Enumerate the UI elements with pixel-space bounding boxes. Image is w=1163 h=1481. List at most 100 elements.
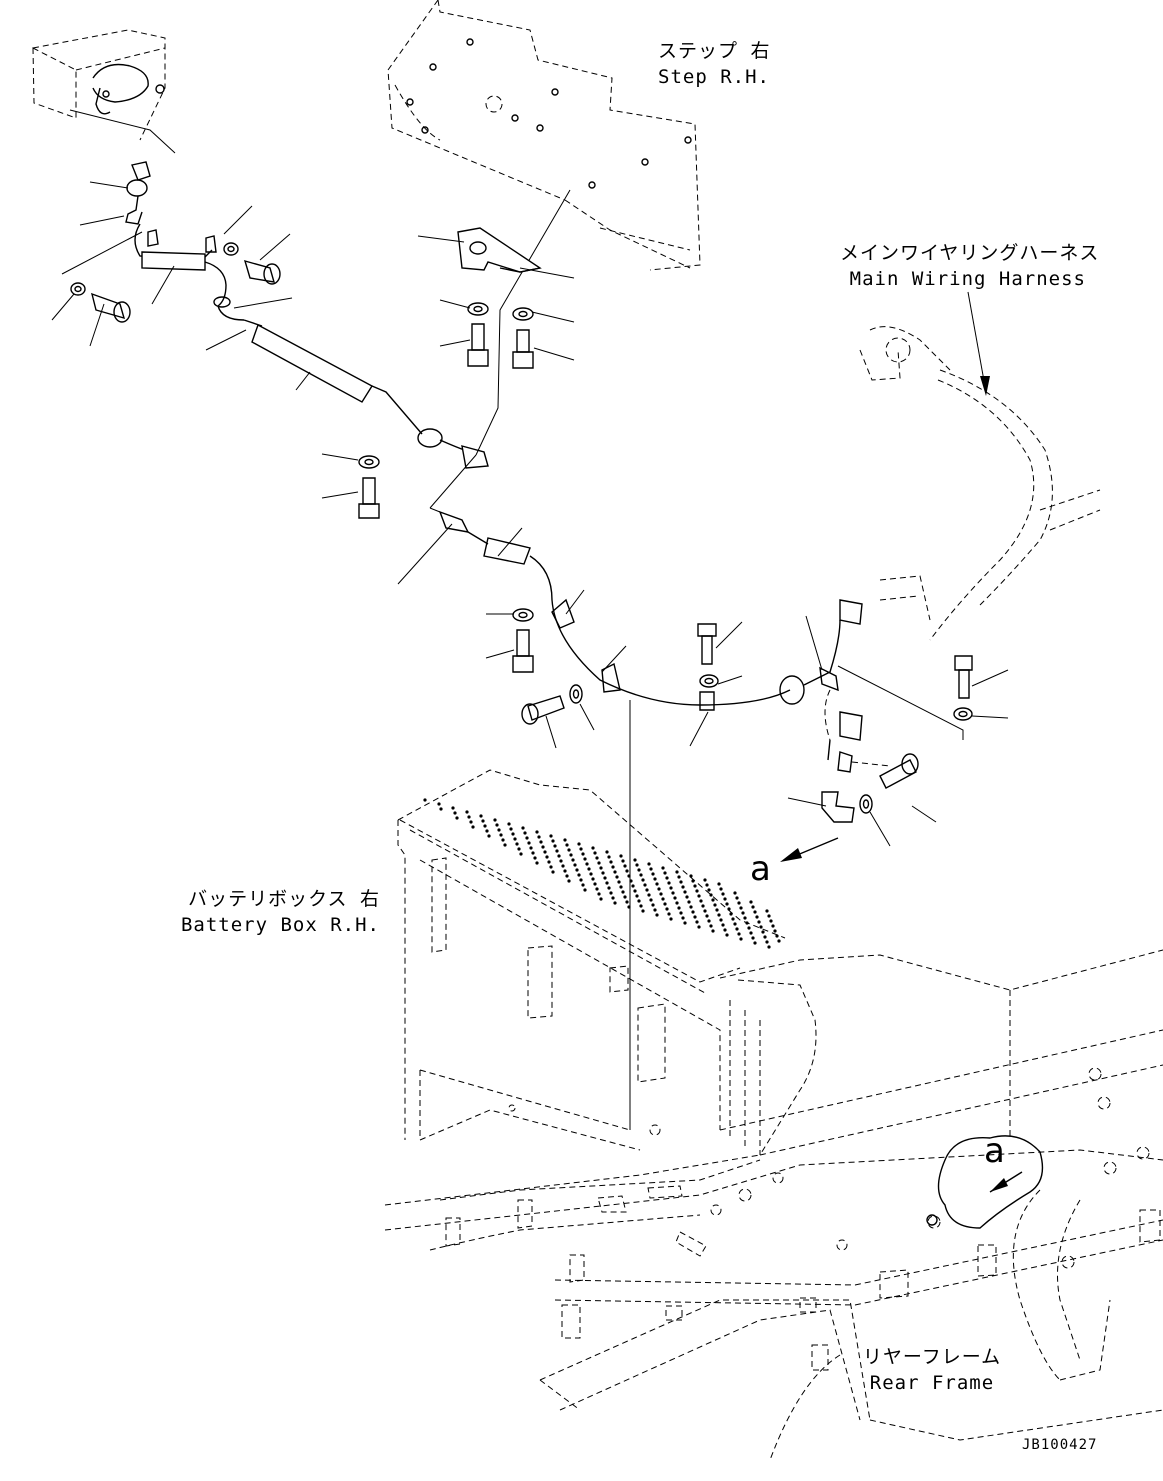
perforation-dot xyxy=(551,870,555,874)
perforation-dot xyxy=(721,923,725,927)
perforation-dot xyxy=(555,849,559,853)
perforation-dot xyxy=(775,934,779,938)
perforation-dot xyxy=(607,886,611,890)
main-wiring-harness xyxy=(859,326,1101,641)
rear-frame-label-en: Rear Frame xyxy=(869,1372,995,1394)
perforation-dot xyxy=(733,891,737,895)
perforation-dot xyxy=(717,882,721,886)
perforation-dot xyxy=(593,851,597,855)
perforation-dot xyxy=(497,828,501,832)
perforation-dot xyxy=(565,843,569,847)
perforation-dot xyxy=(549,865,553,869)
perforation-dot xyxy=(639,873,643,877)
perforation-dot xyxy=(507,822,511,826)
perforation-dot xyxy=(737,901,741,905)
perforation-dot xyxy=(663,871,667,875)
perforation-dot xyxy=(705,883,709,887)
switch-box-part xyxy=(32,29,176,154)
perforation-dot xyxy=(601,871,605,875)
perforation-dot xyxy=(613,870,617,874)
perforation-dot xyxy=(649,898,653,902)
perforation-dot xyxy=(645,888,649,892)
perforation-dot xyxy=(641,909,645,913)
battery-box-label-en: Battery Box R.H. xyxy=(180,914,380,936)
middle-harness xyxy=(429,507,863,1130)
perforation-dot xyxy=(483,824,487,828)
perforation-dot xyxy=(703,909,707,913)
perforation-dot xyxy=(647,893,651,897)
perforation-dot xyxy=(619,854,623,858)
perforation-dot xyxy=(567,848,571,852)
perforation-dot xyxy=(629,879,633,883)
perforation-dot xyxy=(769,919,773,923)
perforation-dot xyxy=(665,907,669,911)
perforation-dot xyxy=(659,892,663,896)
perforation-dot xyxy=(691,910,695,914)
perforation-dot xyxy=(735,896,739,900)
perforation-dot xyxy=(725,902,729,906)
perforation-dot xyxy=(499,833,503,837)
perforation-dot xyxy=(597,892,601,896)
perforation-dot xyxy=(535,861,539,865)
perforation-dot xyxy=(657,887,661,891)
perforation-dot xyxy=(485,829,489,833)
perforation-dot xyxy=(737,932,741,936)
perforation-dot xyxy=(451,806,455,810)
perforation-dot xyxy=(637,868,641,872)
perforation-dot xyxy=(581,852,585,856)
perforation-dot xyxy=(577,873,581,877)
perforation-dot xyxy=(695,889,699,893)
perforation-dot xyxy=(563,869,567,873)
perforation-dot xyxy=(667,912,671,916)
perforation-dot xyxy=(607,855,611,859)
perforation-dot xyxy=(755,915,759,919)
perforation-dot xyxy=(529,846,533,850)
perforation-dot xyxy=(767,945,771,949)
perforation-dot xyxy=(585,862,589,866)
perforation-dot xyxy=(703,878,707,882)
perforation-dot xyxy=(751,936,755,940)
perforation-dot xyxy=(437,802,441,806)
perforation-dot xyxy=(723,928,727,932)
perforation-dot xyxy=(725,933,729,937)
view-a-arrow xyxy=(780,837,839,862)
perforation-dot xyxy=(635,894,639,898)
perforation-dot xyxy=(551,839,555,843)
perforation-dot xyxy=(705,914,709,918)
perforation-dot xyxy=(719,887,723,891)
perforation-dot xyxy=(673,896,677,900)
perforation-dot xyxy=(531,851,535,855)
rear-frame xyxy=(384,949,1163,1461)
perforation-dot xyxy=(637,899,641,903)
perforation-dot xyxy=(575,868,579,872)
perforation-dot xyxy=(537,835,541,839)
perforation-dot xyxy=(753,910,757,914)
perforation-dot xyxy=(579,878,583,882)
perforation-dot xyxy=(751,905,755,909)
perforation-dot xyxy=(707,919,711,923)
perforation-dot xyxy=(627,874,631,878)
perforation-dot xyxy=(691,879,695,883)
perforation-dot xyxy=(731,917,735,921)
perforation-dot xyxy=(711,929,715,933)
perforation-dot xyxy=(697,894,701,898)
perforation-dot xyxy=(579,847,583,851)
drawing-code: JB100427 xyxy=(1022,1437,1098,1453)
perforation-dot xyxy=(759,925,763,929)
perforation-dot xyxy=(621,859,625,863)
step-plate xyxy=(387,0,701,271)
perforation-dot xyxy=(661,866,665,870)
perforation-dot xyxy=(635,863,639,867)
perforation-dot xyxy=(583,888,587,892)
perforation-dot xyxy=(763,935,767,939)
perforation-dot xyxy=(739,906,743,910)
perforation-dot xyxy=(623,864,627,868)
perforation-dot xyxy=(679,880,683,884)
perforation-dot xyxy=(709,924,713,928)
perforation-dot xyxy=(727,907,731,911)
perforation-dot xyxy=(509,827,513,831)
perforation-dot xyxy=(709,893,713,897)
perforation-dot xyxy=(767,914,771,918)
perforation-dot xyxy=(595,887,599,891)
